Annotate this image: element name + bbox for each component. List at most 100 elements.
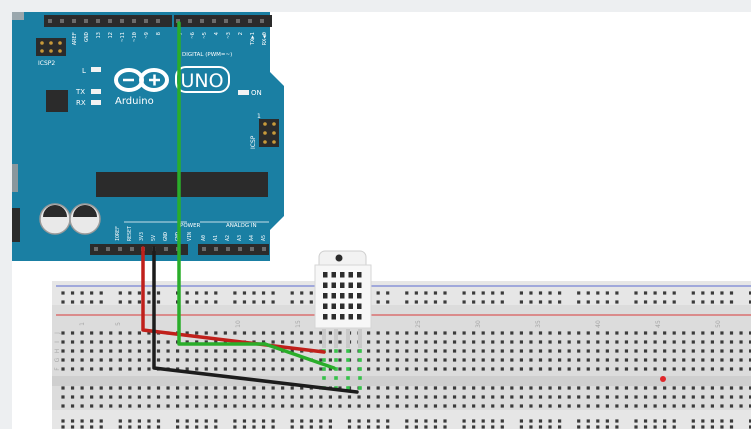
breadboard-hole[interactable]: [214, 358, 218, 362]
rail-hole[interactable]: [414, 419, 418, 423]
breadboard-hole[interactable]: [233, 349, 237, 353]
rail-hole[interactable]: [405, 419, 409, 423]
rail-hole[interactable]: [414, 425, 418, 429]
breadboard-hole[interactable]: [624, 395, 629, 399]
breadboard-hole[interactable]: [529, 349, 533, 353]
breadboard-hole[interactable]: [90, 404, 94, 408]
breadboard-hole[interactable]: [720, 386, 724, 390]
breadboard-hole[interactable]: [367, 395, 371, 399]
breadboard-hole[interactable]: [491, 404, 495, 408]
breadboard-hole[interactable]: [653, 404, 657, 408]
breadboard-hole[interactable]: [558, 395, 562, 399]
rail-hole[interactable]: [242, 300, 247, 304]
breadboard-hole[interactable]: [338, 358, 342, 362]
breadboard-hole[interactable]: [367, 358, 371, 362]
rail-hole[interactable]: [290, 425, 294, 429]
breadboard-hole[interactable]: [300, 367, 304, 371]
breadboard-hole[interactable]: [720, 404, 724, 408]
breadboard-hole[interactable]: [663, 358, 667, 362]
breadboard-hole[interactable]: [109, 340, 113, 344]
rail-hole[interactable]: [691, 419, 695, 423]
breadboard-hole[interactable]: [615, 367, 619, 371]
breadboard-hole[interactable]: [80, 395, 84, 399]
rail-hole[interactable]: [376, 291, 380, 295]
breadboard-hole[interactable]: [233, 386, 237, 390]
breadboard-hole[interactable]: [61, 358, 65, 362]
rail-hole[interactable]: [367, 419, 371, 423]
rail-hole[interactable]: [586, 300, 590, 304]
breadboard-hole[interactable]: [538, 386, 543, 390]
rail-hole[interactable]: [261, 291, 266, 295]
rail-hole[interactable]: [500, 291, 504, 295]
rail-hole[interactable]: [538, 291, 543, 295]
breadboard-hole[interactable]: [204, 331, 208, 335]
rail-hole[interactable]: [271, 419, 275, 423]
breadboard-hole[interactable]: [643, 404, 648, 408]
rail-hole[interactable]: [653, 300, 657, 304]
rail-hole[interactable]: [529, 425, 533, 429]
breadboard-hole[interactable]: [328, 395, 332, 399]
breadboard-hole[interactable]: [624, 386, 629, 390]
breadboard-hole[interactable]: [529, 386, 533, 390]
breadboard-hole[interactable]: [424, 395, 428, 399]
breadboard-hole[interactable]: [672, 331, 676, 335]
breadboard-hole[interactable]: [710, 367, 714, 371]
breadboard-hole[interactable]: [328, 358, 332, 362]
breadboard-hole[interactable]: [99, 331, 103, 335]
breadboard-hole[interactable]: [672, 386, 676, 390]
breadboard-hole[interactable]: [567, 331, 571, 335]
breadboard-hole[interactable]: [214, 395, 218, 399]
breadboard-hole[interactable]: [749, 340, 751, 344]
breadboard-hole[interactable]: [242, 395, 247, 399]
breadboard-hole[interactable]: [682, 386, 686, 390]
rail-hole[interactable]: [443, 419, 447, 423]
breadboard-hole[interactable]: [596, 358, 600, 362]
rail-hole[interactable]: [252, 425, 256, 429]
breadboard-hole[interactable]: [204, 367, 208, 371]
breadboard-hole[interactable]: [663, 404, 667, 408]
breadboard-hole[interactable]: [328, 349, 332, 353]
rail-hole[interactable]: [586, 425, 590, 429]
breadboard-hole[interactable]: [61, 340, 65, 344]
breadboard-hole[interactable]: [672, 358, 676, 362]
breadboard-hole[interactable]: [70, 395, 75, 399]
rail-hole[interactable]: [347, 419, 352, 423]
breadboard-hole[interactable]: [395, 358, 399, 362]
breadboard-hole[interactable]: [634, 386, 638, 390]
breadboard-hole[interactable]: [128, 358, 132, 362]
rail-hole[interactable]: [424, 300, 428, 304]
rail-hole[interactable]: [261, 419, 266, 423]
breadboard-hole[interactable]: [233, 395, 237, 399]
breadboard-hole[interactable]: [338, 349, 342, 353]
breadboard-hole[interactable]: [691, 404, 695, 408]
header-pin[interactable]: [108, 19, 112, 23]
rail-hole[interactable]: [204, 291, 208, 295]
breadboard-hole[interactable]: [367, 367, 371, 371]
breadboard-hole[interactable]: [223, 358, 227, 362]
rail-hole[interactable]: [386, 425, 390, 429]
rail-hole[interactable]: [749, 291, 751, 295]
breadboard-hole[interactable]: [395, 404, 399, 408]
header-pin[interactable]: [164, 247, 168, 251]
breadboard-hole[interactable]: [472, 331, 476, 335]
breadboard-hole[interactable]: [376, 331, 380, 335]
breadboard-hole[interactable]: [567, 349, 571, 353]
breadboard-hole[interactable]: [720, 367, 724, 371]
breadboard-hole[interactable]: [156, 358, 161, 362]
breadboard-hole[interactable]: [395, 367, 399, 371]
breadboard-hole[interactable]: [433, 340, 438, 344]
rail-hole[interactable]: [519, 425, 523, 429]
rail-hole[interactable]: [147, 291, 151, 295]
rail-hole[interactable]: [137, 419, 141, 423]
breadboard-hole[interactable]: [433, 386, 438, 390]
breadboard-hole[interactable]: [424, 340, 428, 344]
rail-hole[interactable]: [663, 419, 667, 423]
breadboard-hole[interactable]: [749, 395, 751, 399]
breadboard-hole[interactable]: [433, 331, 438, 335]
rail-hole[interactable]: [204, 419, 208, 423]
rail-hole[interactable]: [176, 419, 180, 423]
breadboard-hole[interactable]: [567, 386, 571, 390]
breadboard-hole[interactable]: [261, 386, 266, 390]
breadboard-hole[interactable]: [185, 358, 189, 362]
